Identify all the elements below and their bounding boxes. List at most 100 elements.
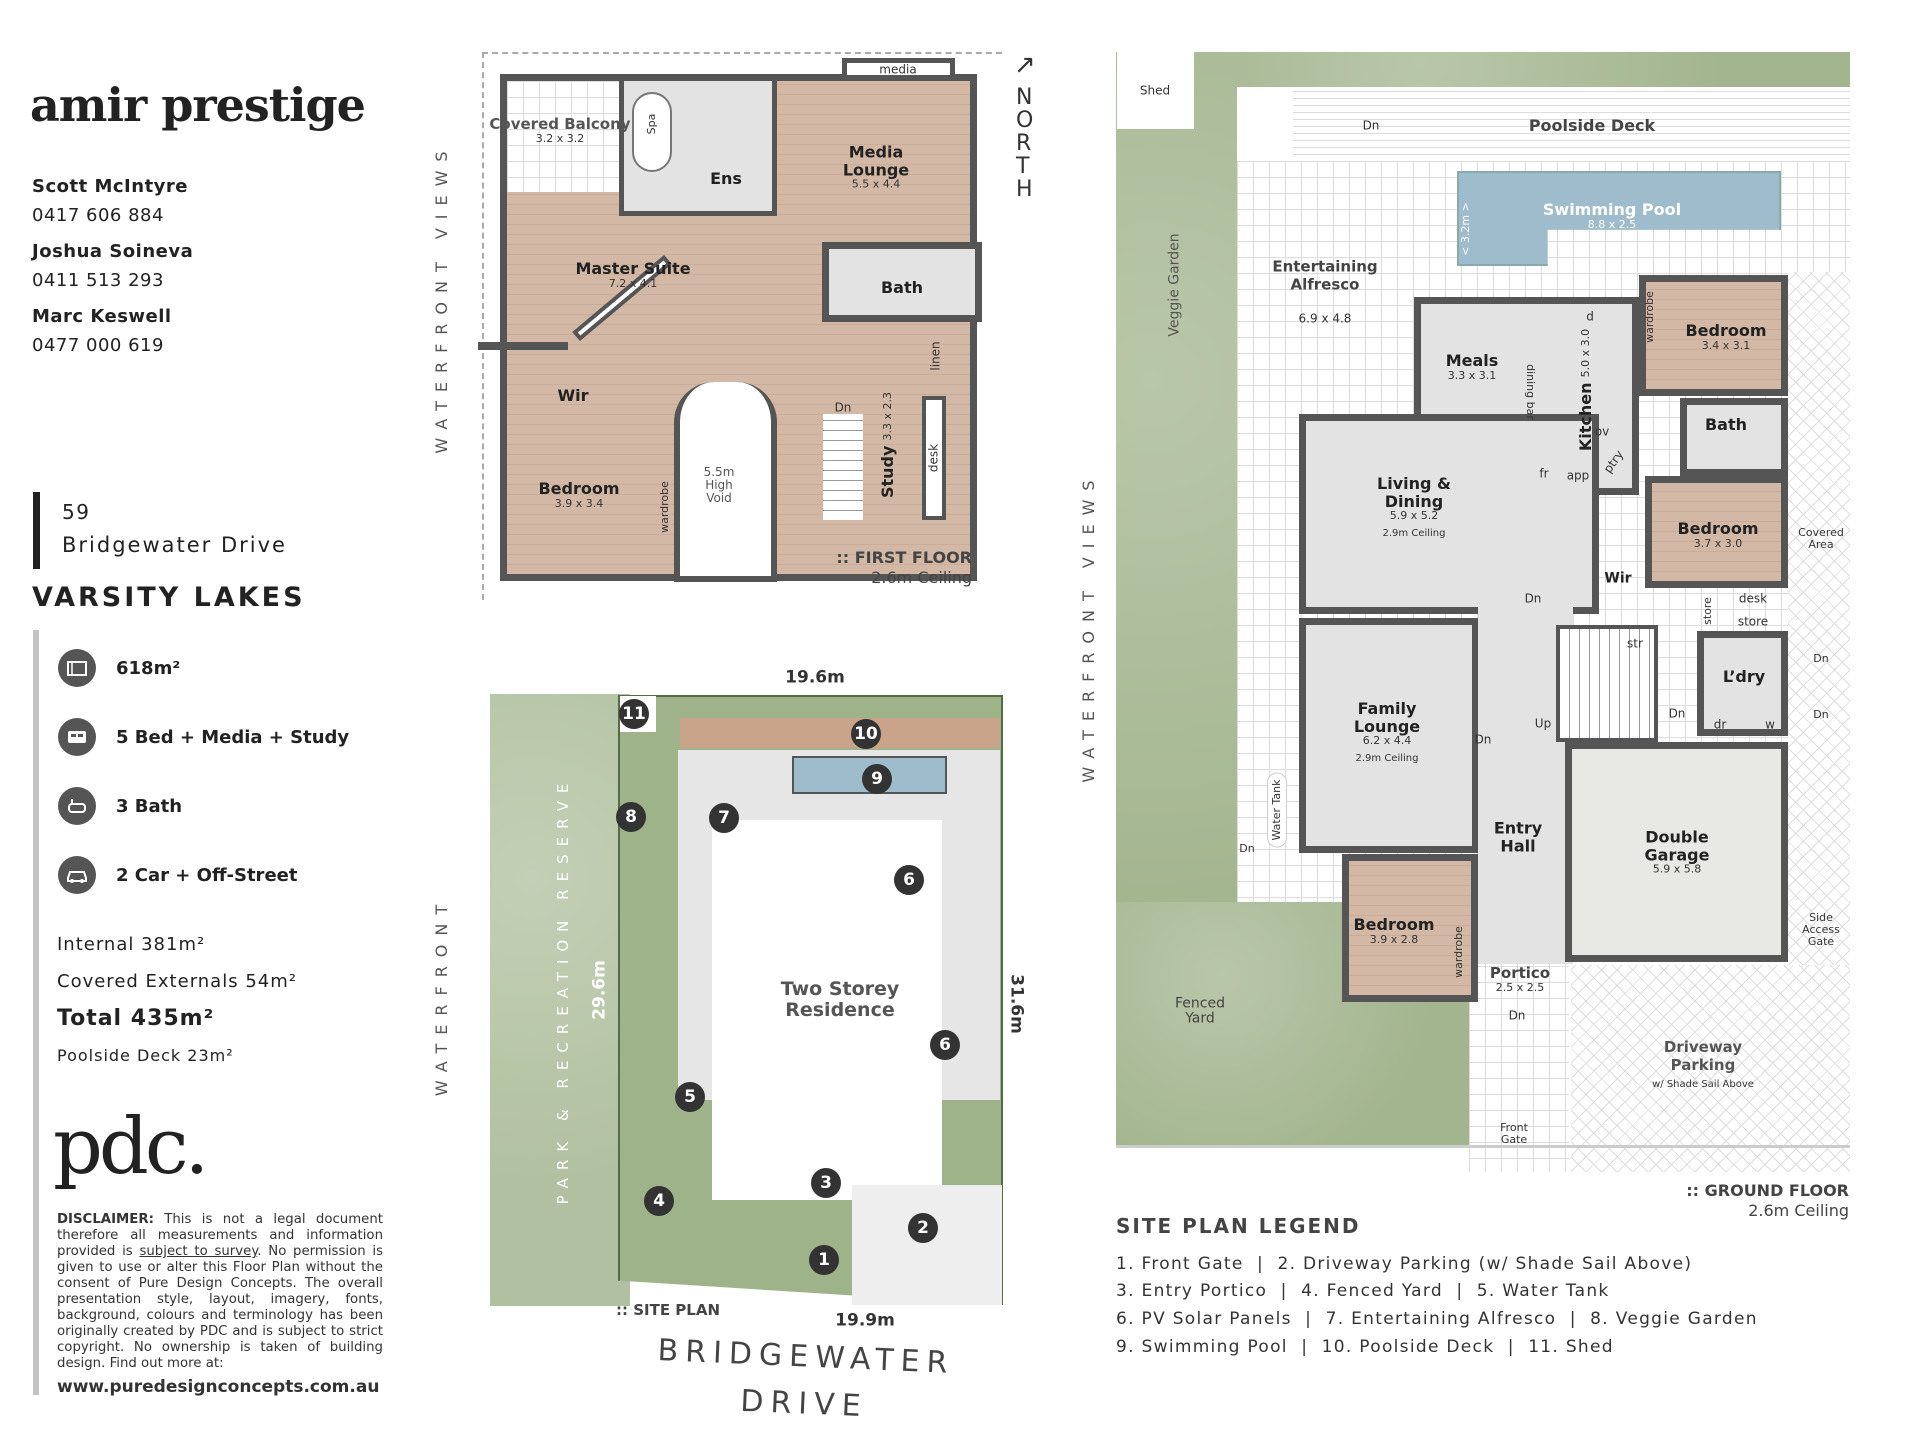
agent-name: Marc Keswell: [32, 306, 172, 327]
marker-9: 9: [862, 764, 892, 794]
legend-title: SITE PLAN LEGEND: [1116, 1214, 1361, 1238]
deck-area: Poolside Deck 23m²: [57, 1046, 234, 1065]
app-label: app: [1566, 468, 1590, 483]
wir-label: Wir: [557, 386, 589, 406]
ground-floor-title: :: GROUND FLOOR: [1686, 1181, 1849, 1200]
site-plan: 11 10 9 8 7 6 6 5 4 3 2 1 Two Storey Res…: [480, 690, 1005, 1310]
marker-8: 8: [616, 802, 646, 832]
dining-bar-label: dining bar: [1524, 364, 1538, 420]
dr-label: dr: [1713, 717, 1727, 732]
agent-phone[interactable]: 0417 606 884: [32, 205, 164, 226]
media-lounge-label: Media Lounge: [842, 142, 910, 179]
bedroom-3: [1342, 854, 1478, 1002]
pool-width-label: < 3.2m >: [1458, 202, 1472, 256]
agent-name: Joshua Soineva: [32, 241, 194, 262]
marker-5: 5: [675, 1082, 705, 1112]
dn-label: Dn: [1474, 732, 1492, 747]
desk-label: desk: [1738, 591, 1768, 606]
alfresco-dims: 6.9 x 4.8: [1298, 311, 1352, 326]
spa-label: Spa: [644, 113, 658, 135]
marker-10: 10: [851, 719, 881, 749]
family-lounge-label: Family Lounge: [1353, 698, 1421, 736]
water-tank-label: Water Tank: [1266, 772, 1288, 848]
wir-label: Wir: [1604, 570, 1632, 587]
disclaimer: DISCLAIMER: This is not a legal document…: [57, 1212, 384, 1371]
suburb: VARSITY LAKES: [32, 582, 306, 613]
marker-6: 6: [930, 1030, 960, 1060]
marker-6: 6: [894, 865, 924, 895]
covered-balcony: [507, 81, 619, 192]
stat-bath: 3 Bath: [58, 787, 182, 825]
bottom-dimension: 19.9m: [835, 1310, 895, 1331]
internal-area: Internal 381m²: [57, 934, 206, 955]
marker-11: 11: [619, 699, 649, 729]
d-label: d: [1586, 309, 1594, 324]
bath-icon: [58, 787, 96, 825]
bed-icon: [58, 718, 96, 756]
first-floor-ceiling: 2.6m Ceiling: [871, 568, 972, 587]
study-label: Study: [878, 445, 898, 499]
first-floor-title: :: FIRST FLOOR: [836, 548, 972, 567]
kitchen-label: Kitchen: [1576, 382, 1596, 452]
balcony-label: Covered Balcony: [489, 115, 631, 134]
street-label-2: DRIVE: [739, 1383, 869, 1425]
waterfront-label: WATERFRONT: [432, 895, 452, 1097]
stairs-ground: [1556, 625, 1658, 742]
front-gate-label: Front Gate: [1500, 1120, 1528, 1146]
spa-tub: [632, 92, 672, 172]
veggie-garden-label: Veggie Garden: [1166, 233, 1183, 337]
dn-label: Dn: [834, 400, 852, 415]
north-arrow-icon: ↗: [1014, 50, 1036, 80]
bath-label: Bath: [1704, 415, 1748, 435]
bedroom-2: [1645, 476, 1788, 588]
ground-floor-ceiling: 2.6m Ceiling: [1748, 1201, 1849, 1220]
master-suite-label: Master Suite: [575, 259, 691, 279]
agent-name: Scott McIntyre: [32, 176, 188, 197]
car-icon: [58, 856, 96, 894]
laundry-label: L’dry: [1722, 667, 1766, 687]
street-name: Bridgewater Drive: [62, 533, 287, 557]
north-label: NORTH: [1016, 85, 1034, 202]
legend-line: 9. Swimming Pool | 10. Poolside Deck | 1…: [1116, 1337, 1614, 1357]
agent-list: Scott McIntyre 0417 606 884 Joshua Soine…: [32, 178, 193, 355]
waterfront-views-label: WATERFRONT VIEWS: [1079, 471, 1099, 783]
bedroom-2-label: Bedroom: [1677, 519, 1759, 539]
land-area-icon: [58, 649, 96, 687]
living-label: Living & Dining: [1377, 473, 1451, 511]
dn-label: Dn: [1813, 651, 1829, 665]
dn-label: Dn: [1813, 707, 1829, 721]
desk-label: desk: [926, 443, 941, 473]
marker-3: 3: [811, 1168, 841, 1198]
pool-label: Swimming Pool: [1542, 200, 1682, 220]
agent-phone[interactable]: 0411 513 293: [32, 270, 164, 291]
ens-label: Ens: [710, 169, 742, 189]
laundry: [1697, 631, 1788, 736]
wardrobe-label: wardrobe: [1642, 291, 1656, 343]
up-label: Up: [1534, 716, 1552, 731]
website-link[interactable]: www.puredesignconcepts.com.au: [57, 1377, 380, 1397]
residence-label: Two Storey Residence: [780, 978, 900, 1021]
waterfront-views-label: WATERFRONT VIEWS: [432, 142, 452, 454]
legend-line: 3. Entry Portico | 4. Fenced Yard | 5. W…: [1116, 1281, 1610, 1301]
marker-4: 4: [644, 1186, 674, 1216]
dn-label: Dn: [1239, 841, 1255, 855]
str-label: str: [1627, 636, 1643, 651]
covered-area: Covered Externals 54m²: [57, 971, 297, 992]
legend-line: 6. PV Solar Panels | 7. Entertaining Alf…: [1116, 1309, 1758, 1329]
site-plan-title: :: SITE PLAN: [615, 1300, 721, 1319]
stat-land: 618m²: [58, 649, 180, 687]
double-garage: [1565, 742, 1788, 962]
amir-prestige-logo: amir prestige: [30, 78, 366, 132]
poolside-deck: [1293, 87, 1850, 161]
stats-bar: [33, 630, 39, 1395]
family-lounge: [1299, 618, 1479, 853]
bedroom-1-label: Bedroom: [1685, 321, 1767, 341]
shed: [1117, 52, 1194, 129]
void-label: 5.5m High Void: [703, 465, 735, 506]
covered-area-label: Covered Area: [1798, 525, 1844, 551]
void: [674, 382, 777, 582]
agent-phone[interactable]: 0477 000 619: [32, 335, 164, 356]
dn-label: Dn: [1508, 1008, 1526, 1023]
legend-line: 1. Front Gate | 2. Driveway Parking (w/ …: [1116, 1254, 1693, 1274]
right-dimension: 31.6m: [1006, 974, 1027, 1034]
